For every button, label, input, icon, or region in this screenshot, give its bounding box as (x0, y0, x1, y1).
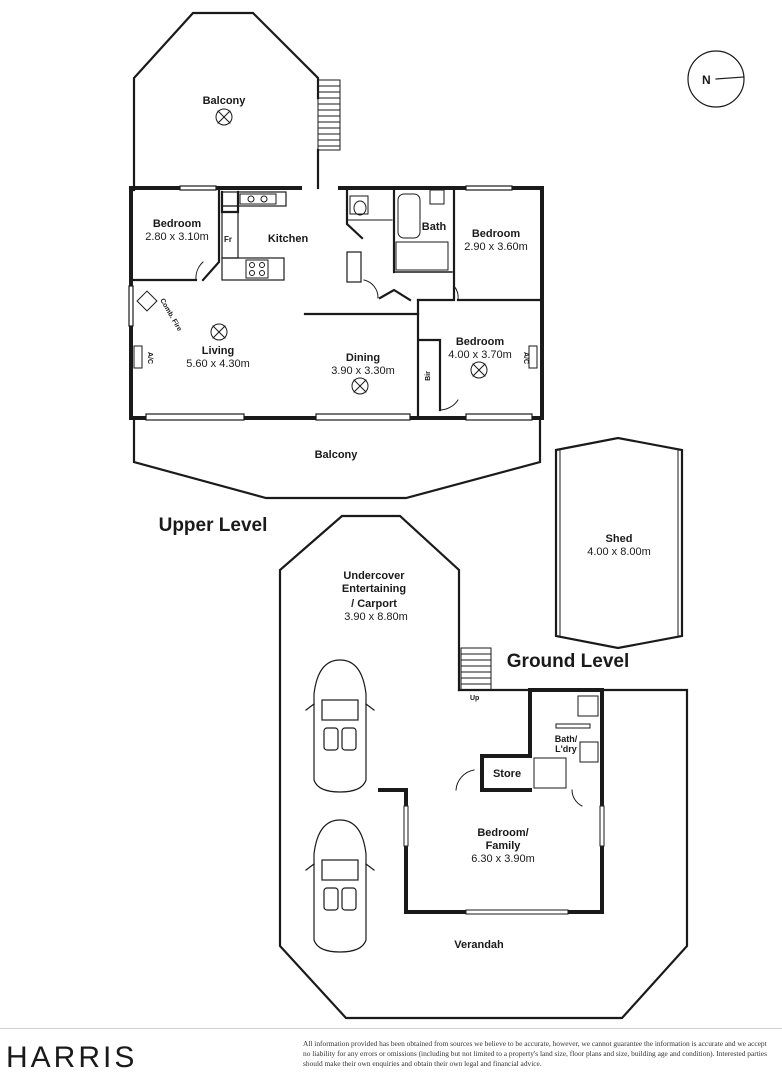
bedroom-left-name: Bedroom (153, 218, 202, 230)
carport-size: 3.90 x 8.80m (344, 611, 408, 623)
north-label: N (702, 73, 711, 87)
living-name: Living (202, 345, 234, 357)
comb-fire-label: Comb. Fire (158, 298, 182, 333)
ac-right-label: A/C (522, 352, 529, 364)
upper-stairs (317, 79, 341, 151)
car-icon-1 (305, 659, 375, 793)
kitchen-label: Kitchen (268, 233, 309, 245)
north-text: N (702, 73, 711, 87)
ground-walls (378, 688, 604, 914)
fridge-label: Fr (224, 235, 232, 244)
carport-line-1: Undercover (343, 570, 405, 582)
shed-outline (554, 436, 684, 650)
family-line-1: Bedroom/ (477, 827, 528, 839)
bedroom-main-name: Bedroom (456, 336, 505, 348)
bath-laundry-line-1: Bath/ (555, 734, 578, 744)
balcony-bottom-outline (132, 416, 542, 500)
verandah-label: Verandah (454, 939, 504, 951)
shed-name: Shed (606, 533, 633, 545)
balcony-bottom-label: Balcony (315, 449, 359, 461)
shed-size: 4.00 x 8.00m (587, 546, 651, 558)
disclaimer-text: All information provided has been obtain… (303, 1039, 767, 1068)
bath-label: Bath (422, 221, 447, 233)
dining-size: 3.90 x 3.30m (331, 365, 395, 377)
upper-windows (128, 185, 533, 421)
dining-name: Dining (346, 352, 380, 364)
upper-fixtures (133, 108, 538, 411)
north-compass-icon (687, 50, 745, 108)
ac-left-label: A/C (146, 352, 153, 364)
upper-level-title: Upper Level (159, 515, 268, 536)
ground-fixtures (403, 695, 605, 915)
stairs-up-label: Up (470, 695, 479, 702)
carport-line-2: Entertaining (342, 583, 406, 595)
bath-laundry-line-2: L'dry (555, 744, 577, 754)
upper-interior-walls (129, 186, 544, 420)
bedroom-right-size: 2.90 x 3.60m (464, 241, 528, 253)
ground-stairs (460, 647, 492, 691)
bedroom-right-name: Bedroom (472, 228, 521, 240)
store-label: Store (493, 768, 521, 780)
car-icon-2 (305, 819, 375, 953)
balcony-top-label: Balcony (203, 95, 247, 107)
ground-level-title: Ground Level (507, 651, 629, 672)
bedroom-main-size: 4.00 x 3.70m (448, 349, 512, 361)
harris-logo: HARRIS (6, 1041, 138, 1074)
bedroom-left-size: 2.80 x 3.10m (145, 231, 209, 243)
living-size: 5.60 x 4.30m (186, 358, 250, 370)
footer: HARRIS All information provided has been… (0, 1028, 782, 1081)
family-line-2: Family (486, 840, 522, 852)
bir-label: Bir (425, 371, 432, 381)
carport-line-3: / Carport (351, 598, 397, 610)
family-size: 6.30 x 3.90m (471, 853, 535, 865)
